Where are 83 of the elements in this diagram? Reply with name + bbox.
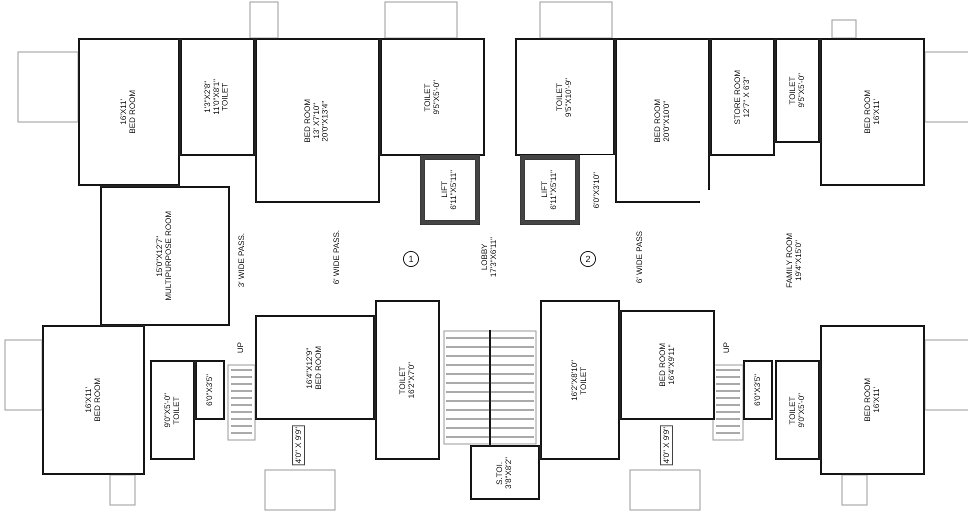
room-label: 16'X11' xyxy=(872,98,882,127)
room-label: TOILET xyxy=(398,365,408,396)
room-outline xyxy=(515,38,615,156)
room-label: 3' WIDE PASS. xyxy=(238,232,247,288)
room-label: TOILET xyxy=(222,82,231,113)
room-label: BED ROOM xyxy=(864,378,872,422)
room-label: BED ROOM xyxy=(94,378,102,422)
room-label: S.TOI. xyxy=(496,460,505,486)
room-outline xyxy=(150,360,195,460)
room-label: 6' WIDE PASS. xyxy=(333,230,342,285)
room-label: TOILET xyxy=(788,395,798,426)
lift-shaft xyxy=(420,155,480,225)
room-outline xyxy=(620,310,715,420)
room-label: 16'4"X9'11" xyxy=(668,344,676,387)
room-outline xyxy=(255,315,375,420)
room-outline xyxy=(375,300,440,460)
room-label: STORE ROOM xyxy=(734,70,742,124)
room-label: BED ROOM xyxy=(654,98,662,142)
lift-shaft xyxy=(520,155,580,225)
room-label: 1'3"X2'8" xyxy=(204,80,214,115)
room-outline xyxy=(78,38,180,186)
callout-number: 1 xyxy=(403,251,419,267)
room-label: 6' WIDE PASS xyxy=(636,231,644,284)
room-outline xyxy=(820,325,925,475)
room-label: 6'0"X3'10" xyxy=(593,172,602,208)
room-outline xyxy=(180,38,255,156)
room-label: 9'5"X5'-0" xyxy=(798,73,806,108)
room-label: 16'X11' xyxy=(872,386,882,415)
room-outline xyxy=(615,38,710,203)
dimension-label: 4'0" X 9'9" xyxy=(660,425,673,466)
room-label: LIFT xyxy=(541,180,550,200)
room-outline xyxy=(470,445,540,500)
room-label: MULTIPURPOSE ROOM xyxy=(165,211,174,301)
room-outline xyxy=(195,360,225,420)
room-outline xyxy=(710,38,775,156)
room-label: 19'4"X15'0" xyxy=(795,238,804,282)
room-label: 17'3"X6'11" xyxy=(490,237,499,278)
room-outline xyxy=(42,325,145,475)
room-label: LIFT xyxy=(441,180,450,200)
room-label: 13' X7'10" xyxy=(313,102,322,140)
room-label: BED ROOM xyxy=(304,98,314,142)
room-label: 16'4"X12'9" xyxy=(306,346,315,390)
room-label: BED ROOM xyxy=(315,346,324,390)
room-label: BED ROOM xyxy=(129,90,138,134)
room-label: 9'5"X10'-9" xyxy=(565,78,574,116)
room-outline xyxy=(775,38,820,143)
room-label: 16'2"X8'10" xyxy=(571,360,580,400)
room-outline xyxy=(775,360,820,460)
room-label: 9'5"X5'-0" xyxy=(432,80,442,114)
room-outline xyxy=(540,300,620,460)
room-label: 9'0"X5'-0" xyxy=(798,392,806,428)
room-label: 20'0"X13'4" xyxy=(322,99,331,142)
room-label: BED ROOM xyxy=(864,90,872,134)
room-label: 16'2"X7'0" xyxy=(408,362,416,398)
room-label: 15'0"X12'7" xyxy=(156,234,165,278)
stair-direction-label: UP xyxy=(722,342,731,354)
room-outline xyxy=(100,186,230,326)
room-label: 11'0"X8'1" xyxy=(213,79,222,115)
room-outline xyxy=(380,38,485,156)
room-label: 16'X11' xyxy=(120,98,129,127)
room-outline xyxy=(820,38,925,186)
room-label: 3'8"X8'2" xyxy=(505,456,514,488)
dimension-label: 4'0" X 9'9" xyxy=(292,425,305,466)
room-label: 9'0"X5'-0" xyxy=(164,392,172,428)
room-label: 6'0"X3'5" xyxy=(754,374,762,406)
callout-number: 2 xyxy=(580,251,596,267)
room-label: TOILET xyxy=(556,82,565,113)
room-label: BED ROOM xyxy=(658,343,668,387)
stair-direction-label: UP xyxy=(236,342,245,354)
room-label: 20'0"X10'0" xyxy=(662,99,672,142)
room-label: 6'0"X3'5" xyxy=(206,374,214,406)
room-outline xyxy=(743,360,773,420)
room-label: TOILET xyxy=(580,365,589,396)
room-label: 6'11"X5'11" xyxy=(450,170,459,210)
room-label: FAMILY ROOM xyxy=(786,232,795,288)
room-label: 12'7" X 6'3" xyxy=(742,76,752,120)
room-label: 6'11"X5'11" xyxy=(550,170,559,210)
room-outline xyxy=(255,38,380,203)
room-label: TOILET xyxy=(172,395,182,426)
room-label: LOBBY xyxy=(481,242,490,273)
room-label: TOILET xyxy=(788,76,798,106)
room-label: 16'X11' xyxy=(84,386,94,415)
room-label: TOILET xyxy=(424,82,432,114)
